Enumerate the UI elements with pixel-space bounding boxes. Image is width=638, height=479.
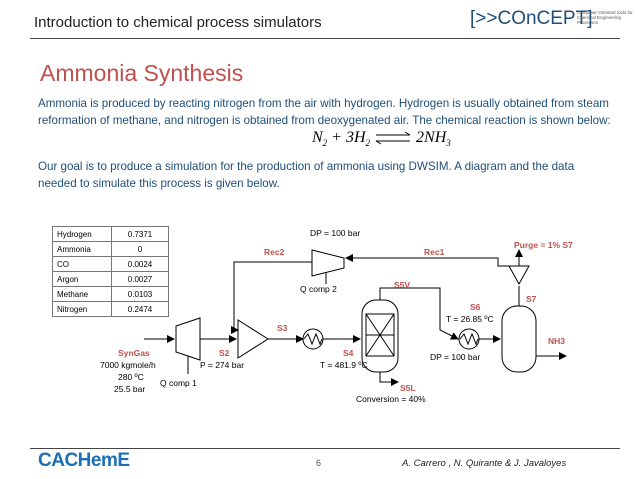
label-qcomp2: Q comp 2 (300, 284, 337, 294)
equilibrium-arrows-icon (375, 131, 411, 145)
label-s6: S6 (470, 302, 481, 312)
label-s4-temp: T = 481.9 ºC (320, 360, 368, 370)
label-purge: Purge = 1% S7 (514, 240, 573, 250)
label-s3: S3 (277, 323, 288, 333)
goal-paragraph: Our goal is to produce a simulation for … (38, 160, 575, 190)
heater-coil (303, 332, 323, 346)
label-dp-separator: DP = 100 bar (430, 352, 481, 362)
concept-logo: [>>COnCEPT] (470, 8, 593, 29)
mixer-icon (237, 319, 269, 359)
slide-title: Ammonia Synthesis (40, 60, 244, 86)
cooler-icon (458, 328, 480, 350)
component-fraction: 0.0024 (111, 256, 169, 272)
label-rec2: Rec2 (264, 247, 285, 257)
label-rec1: Rec1 (424, 247, 445, 257)
reaction-equation: N2 + 3H2 2NH3 (312, 129, 451, 149)
label-s2: S2 (219, 348, 230, 358)
label-syngas-pres: 25.5 bar (114, 384, 146, 394)
splitter-icon (508, 265, 530, 286)
page-number: 6 (316, 458, 322, 468)
authors: A. Carrero , N. Quirante & J. Javaloyes (402, 458, 567, 469)
label-s6-temp: T = 26.85 ºC (446, 314, 494, 324)
label-s7: S7 (526, 294, 537, 304)
compressor-2-icon (311, 249, 345, 277)
label-s5l: S5L (400, 383, 416, 393)
label-syngas-flow: 7000 kgmole/h (100, 360, 156, 370)
separator-icon (501, 305, 537, 373)
component-fraction: 0.0027 (111, 271, 169, 287)
s5v-stream (379, 287, 459, 340)
footer-divider (30, 448, 620, 449)
label-nh3: NH3 (548, 336, 566, 346)
heater-icon (302, 328, 324, 350)
rec2-stream (231, 261, 312, 334)
cacheme-logo: CACHemE (38, 450, 130, 471)
s5l-stream (379, 372, 399, 386)
header-title: Introduction to chemical process simulat… (34, 14, 322, 31)
header-divider (30, 38, 620, 39)
label-s4: S4 (343, 348, 354, 358)
concept-logo-subtitle: Computer-Oriented tools for Chemical Eng… (577, 10, 633, 25)
label-qcomp1: Q comp 1 (160, 378, 197, 388)
label-syngas: SynGas (118, 348, 150, 358)
label-conversion: Conversion = 40% (356, 394, 426, 404)
component-fraction: 0.2474 (111, 301, 169, 317)
compressor-1-icon (175, 317, 201, 361)
label-syngas-temp: 280 ºC (118, 372, 144, 382)
label-s5v: S5V (394, 280, 411, 290)
component-name: Nitrogen (52, 301, 112, 317)
label-dp-top: DP = 100 bar (310, 228, 361, 238)
label-s2-pres: P = 274 bar (200, 360, 245, 370)
rec1-stream (345, 254, 509, 267)
intro-paragraph: Ammonia is produced by reacting nitrogen… (38, 97, 611, 127)
